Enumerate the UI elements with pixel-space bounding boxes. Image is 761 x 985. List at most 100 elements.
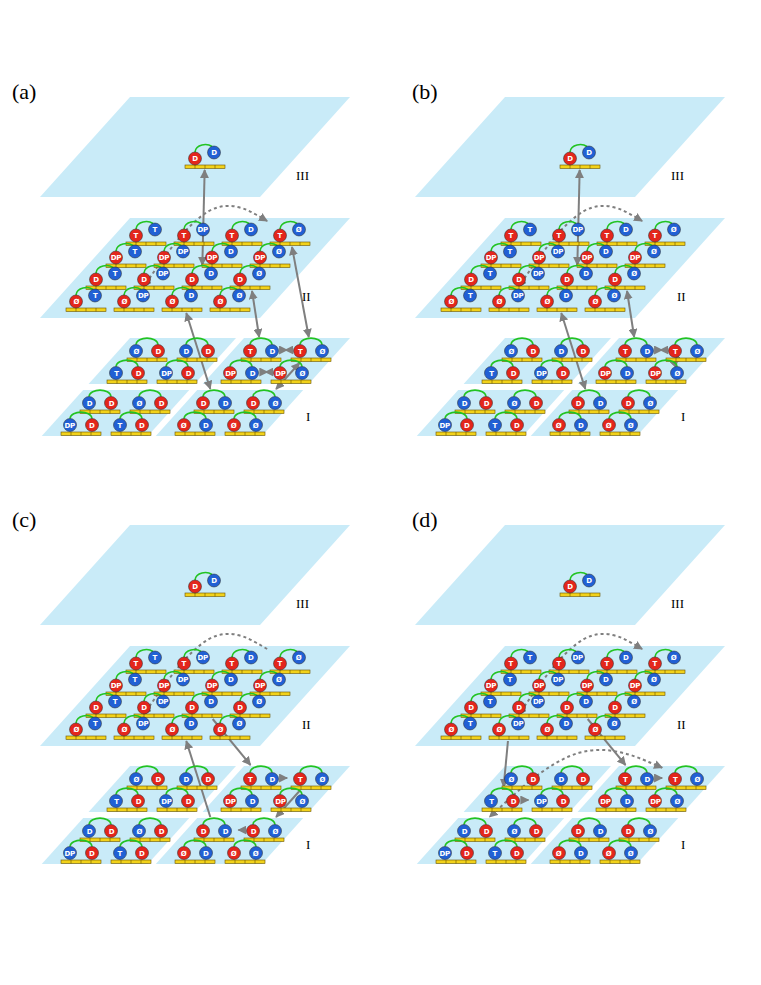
motor-state: DD: [555, 267, 599, 289]
track-tick: [124, 308, 125, 312]
motor-state: DPD: [530, 361, 574, 383]
track-tick: [512, 358, 513, 362]
motor-head: [224, 795, 237, 808]
motor-head: [485, 795, 498, 808]
motor-icon: [623, 245, 667, 267]
motor-head: [247, 397, 260, 410]
nucleotide-state: Ø: [319, 776, 325, 783]
nucleotide-state: Ø: [544, 727, 550, 734]
track-tick: [499, 308, 500, 312]
nucleotide-state: DP: [600, 370, 610, 377]
nucleotide-state: Ø: [300, 370, 306, 377]
state-plane: IITTTDPTDTØDPTDPDPDPDDPØDTDDPDDDØØTØDPØD…: [415, 646, 725, 746]
motor-head: [85, 419, 98, 432]
motor-head: [535, 367, 548, 380]
track-segment: [225, 860, 265, 864]
nucleotide-state: Ø: [631, 271, 637, 278]
track-tick: [510, 264, 511, 268]
track-tick: [509, 736, 510, 740]
motor-state: TØ: [664, 767, 708, 789]
motor-icon: [453, 819, 497, 841]
motor-head: [70, 295, 83, 308]
neck-linker: [253, 818, 275, 824]
motor-head: [671, 367, 684, 380]
plane-panel: [531, 818, 678, 864]
track-tick: [167, 380, 168, 384]
neck-linker: [120, 840, 142, 846]
nucleotide-state: T: [488, 271, 492, 278]
motor-head: [532, 695, 545, 708]
nucleotide-state: T: [152, 655, 156, 662]
track-tick: [590, 165, 591, 169]
neck-linker: [139, 818, 161, 824]
motor-icon: [180, 267, 224, 289]
motor-state: DPT: [104, 673, 148, 695]
motor-state: ØØ: [598, 841, 642, 863]
nucleotide-state: Ø: [276, 677, 282, 684]
nucleotide-state: Ø: [508, 776, 514, 783]
track-tick: [204, 860, 205, 864]
track-tick: [475, 410, 476, 414]
nucleotide-state: DP: [255, 255, 265, 262]
track-tick: [512, 786, 513, 790]
track-tick: [686, 786, 687, 790]
nucleotide-state: D: [223, 400, 228, 407]
state-plane: IØDDDTDDPDTDTØDPDDPØDDØDDPDTDDDDØØDØØ: [40, 338, 350, 436]
panel-label: (a): [12, 80, 36, 104]
motor-icon: [550, 339, 594, 361]
motor-head: [507, 367, 520, 380]
track-tick: [130, 432, 131, 436]
plane-panel: [415, 97, 725, 197]
nucleotide-state: D: [462, 400, 467, 407]
track-tick: [515, 432, 516, 436]
motor-head: [130, 345, 143, 358]
track-tick: [609, 432, 610, 436]
motor-icon: [223, 413, 267, 435]
track-tick: [100, 410, 101, 414]
neck-linker: [609, 840, 631, 846]
nucleotide-state: D: [223, 828, 228, 835]
motor-icon: [500, 767, 544, 789]
track-tick: [144, 308, 145, 312]
nucleotide-state: D: [139, 422, 144, 429]
motor-head: [89, 717, 102, 730]
nucleotide-state: D: [516, 705, 521, 712]
track-tick: [281, 380, 282, 384]
motor-head: [602, 419, 615, 432]
motor-head: [648, 229, 661, 242]
motor-icon: [664, 767, 708, 789]
motor-icon: [595, 651, 639, 673]
track-tick: [279, 692, 280, 696]
track-tick: [177, 380, 178, 384]
track-tick: [664, 242, 665, 246]
motor-head: [594, 397, 607, 410]
motor-icon: [547, 223, 591, 245]
nucleotide-state: D: [228, 677, 233, 684]
motor-head: [464, 717, 477, 730]
track-tick: [579, 860, 580, 864]
plane-label: I: [306, 410, 310, 424]
track-segment: [162, 308, 202, 312]
motor-head: [118, 295, 131, 308]
motor-state: ØD: [535, 289, 579, 311]
motor-icon: [487, 289, 531, 311]
motor-head: [609, 273, 622, 286]
motor-head: [132, 795, 145, 808]
nucleotide-state: T: [468, 293, 472, 300]
motor-state: DØ: [617, 391, 661, 413]
track-tick: [160, 838, 161, 842]
motor-head: [130, 773, 143, 786]
nucleotide-state: DP: [138, 721, 148, 728]
track-tick: [260, 286, 261, 290]
track-tick: [90, 860, 91, 864]
motor-head: [552, 657, 565, 670]
motor-head: [644, 397, 657, 410]
nucleotide-state: D: [612, 705, 617, 712]
track-tick: [519, 308, 520, 312]
nucleotide-state: Ø: [256, 271, 262, 278]
motor-icon: [192, 391, 236, 413]
nucleotide-state: D: [87, 400, 92, 407]
nucleotide-state: D: [269, 348, 274, 355]
track-tick: [224, 410, 225, 414]
motor-head: [599, 795, 612, 808]
